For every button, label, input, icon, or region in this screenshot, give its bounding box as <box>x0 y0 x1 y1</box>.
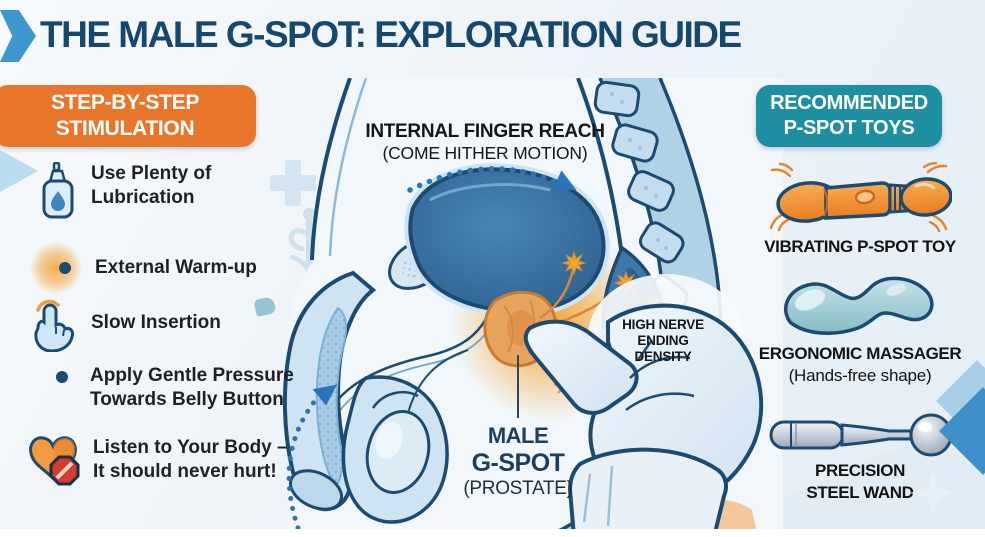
step-text: Listen to Your Body – <box>93 437 288 458</box>
step-text: Towards Belly Button <box>90 389 284 410</box>
right-header-line2: P-SPOT TOYS <box>783 117 915 139</box>
vibration-lines <box>769 162 948 233</box>
toy-label-vibrating: VIBRATING P-SPOT TOY <box>758 236 962 258</box>
step-item-lubrication: Use Plenty of Lubrication <box>38 162 211 220</box>
plus-icon <box>270 160 316 206</box>
dotted-arrow-icon <box>286 384 338 531</box>
left-header-line2: STIMULATION <box>55 117 195 140</box>
finger-reach-label: INTERNAL FINGER REACH (COME HITHER MOTIO… <box>335 121 635 164</box>
toy1-line1: VIBRATING P-SPOT TOY <box>764 237 956 256</box>
nerve-density-label: HIGH NERVE ENDING DENSITY <box>603 317 723 365</box>
ergonomic-massager-illustration <box>784 276 934 335</box>
warmup-glow-icon <box>30 242 82 294</box>
nerve-density-line3: DENSITY <box>634 349 692 364</box>
triangle-decoration <box>0 150 38 192</box>
dotted-arrow-icon <box>407 166 577 193</box>
gspot-line3: (PROSTATE) <box>463 478 573 499</box>
vibrating-wand-illustration <box>769 162 952 233</box>
finger-reach-line2: (COME HITHER MOTION) <box>382 143 588 163</box>
nerve-density-line2: ENDING <box>637 333 689 348</box>
toy3-line2: STEEL WAND <box>806 483 914 502</box>
step-item-listen: Listen to Your Body – It should never hu… <box>26 432 288 488</box>
bladder <box>404 163 610 317</box>
left-header-line1: STEP-BY-STEP <box>50 91 200 114</box>
step-item-warmup: External Warm-up <box>30 242 257 294</box>
toy-label-massager: ERGONOMIC MASSAGER (Hands-free shape) <box>758 343 962 387</box>
step-text: It should never hurt! <box>93 461 277 482</box>
gloved-hand <box>523 303 764 537</box>
right-header-line1: RECOMMENDED <box>770 92 928 114</box>
steel-wand-illustration <box>769 413 953 457</box>
gspot-line1: MALE <box>487 423 549 448</box>
heart-caution-icon <box>26 432 80 488</box>
step-text: Lubrication <box>91 187 195 208</box>
bottom-margin <box>0 529 985 537</box>
step-text: Slow Insertion <box>91 312 221 333</box>
left-panel-header: STEP-BY-STEP STIMULATION <box>0 85 256 147</box>
toy2-line1: ERGONOMIC MASSAGER <box>758 344 962 363</box>
pelvic-cross-section-illustration <box>282 78 783 537</box>
finger-reach-line1: INTERNAL FINGER REACH <box>365 121 605 142</box>
right-panel-header: RECOMMENDED P-SPOT TOYS <box>756 85 942 147</box>
lube-bottle-icon <box>38 162 78 220</box>
toy2-line2: (Hands-free shape) <box>788 366 932 385</box>
toy-label-steel-wand: PRECISION STEEL WAND <box>758 460 962 504</box>
step-text: Use Plenty of <box>91 163 212 184</box>
leaf-decoration <box>253 296 277 317</box>
gspot-line2: G-SPOT <box>471 449 565 477</box>
step-text: External Warm-up <box>95 257 257 278</box>
toy3-line1: PRECISION <box>815 461 905 480</box>
gspot-label: MALE G-SPOT (PROSTATE) <box>448 423 588 500</box>
arrow-chevron-icon <box>0 10 36 62</box>
belly-outline <box>310 78 352 261</box>
nerve-density-line1: HIGH NERVE <box>622 317 704 332</box>
glove-cuff <box>567 447 728 537</box>
page-title: THE MALE G-SPOT: EXPLORATION GUIDE <box>40 14 742 55</box>
testicle <box>341 349 469 524</box>
bullet-dot-icon <box>56 371 68 383</box>
sparkle-icon <box>910 470 956 516</box>
step-text: Apply Gentle Pressure <box>90 365 294 386</box>
step-item-insertion: Slow Insertion <box>28 294 221 352</box>
step-item-pressure: Apply Gentle Pressure Towards Belly Butt… <box>56 364 294 412</box>
pointing-hand-icon <box>28 294 78 352</box>
